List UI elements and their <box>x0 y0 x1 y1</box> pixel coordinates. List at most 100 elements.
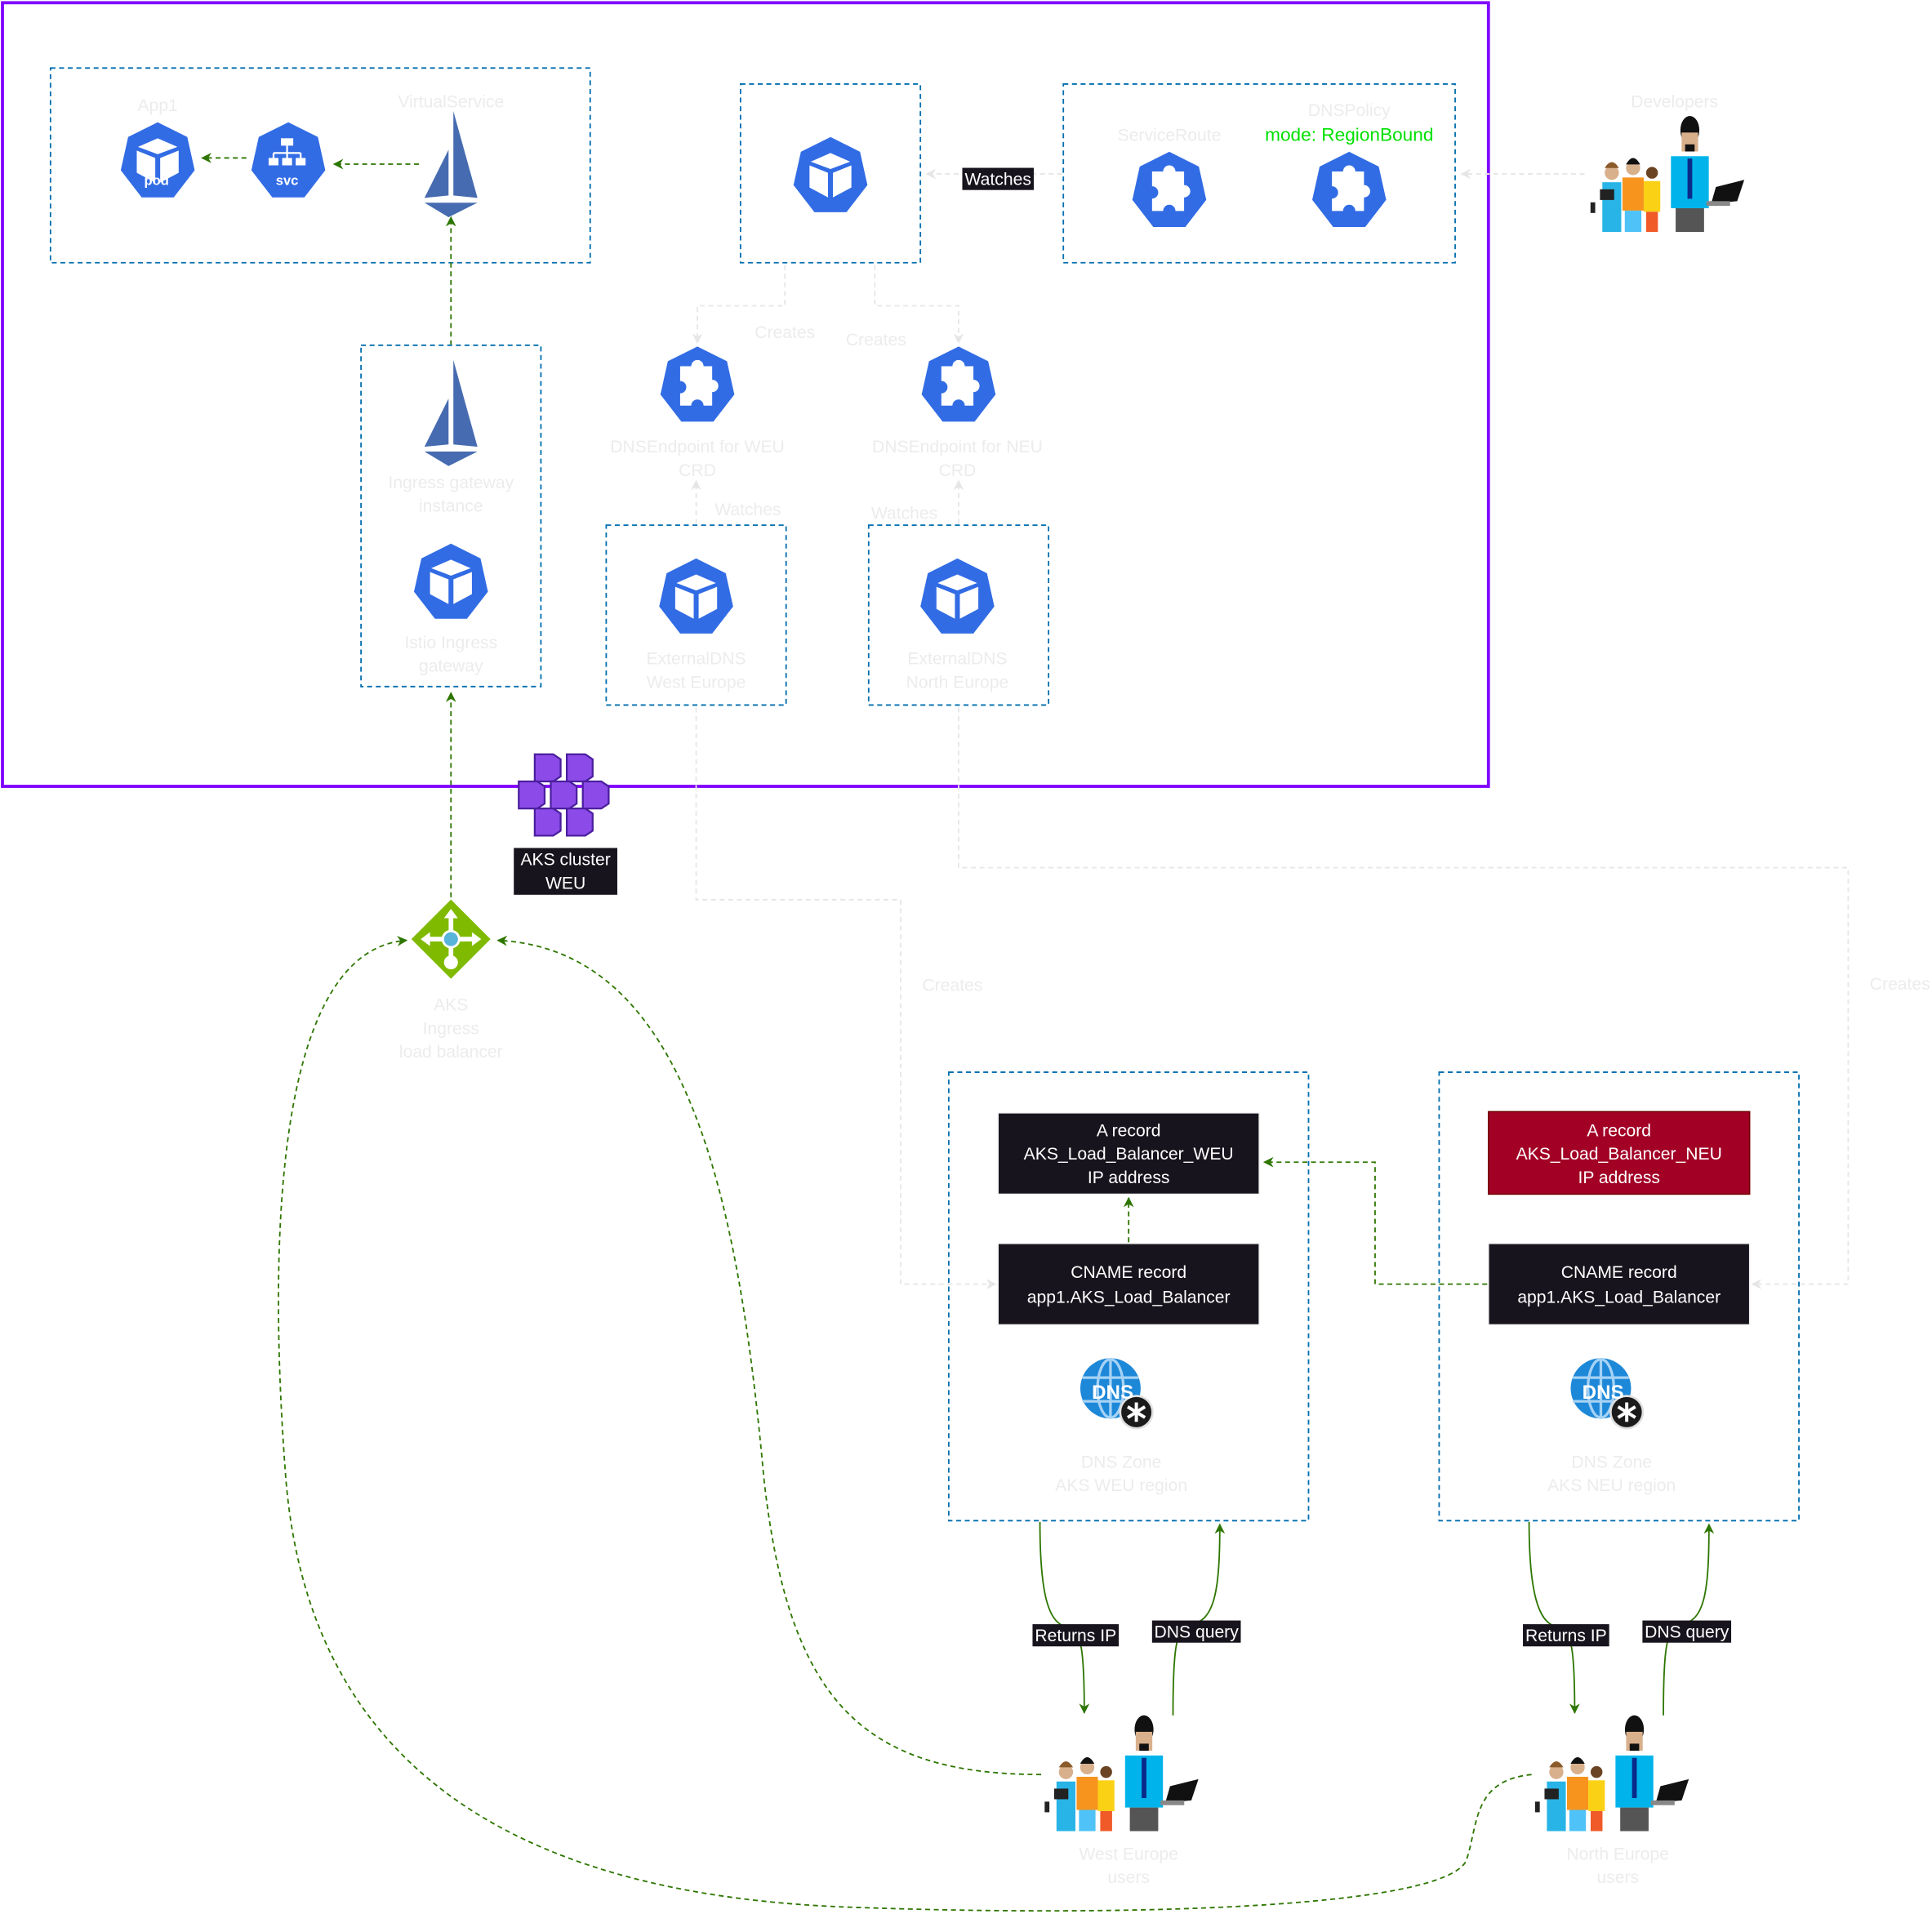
lb-label-1: AKS <box>434 996 468 1015</box>
dnsendpoint-weu-icon[interactable] <box>660 346 735 422</box>
app-group-box <box>49 67 591 264</box>
watches-right-label: Watches <box>871 505 937 523</box>
cname-record-neu[interactable]: CNAME record app1.AKS_Load_Balancer <box>1488 1243 1751 1326</box>
aks-cluster-label-bg <box>514 848 617 895</box>
istio-gateway-label-2: gateway <box>419 657 483 676</box>
creates-neu-label: Creates <box>1870 975 1930 994</box>
azure-load-balancer-icon[interactable] <box>411 899 491 979</box>
externaldns-weu-box <box>605 524 787 706</box>
externaldns-neu-label-2: North Europe <box>906 673 1009 692</box>
creates-neu-endpoint-edge <box>874 265 964 345</box>
a-record-weu-line-2: AKS_Load_Balancer_WEU <box>1024 1145 1234 1164</box>
a-record-neu-line-3: IP address <box>1578 1168 1660 1187</box>
ingress-instance-label-1: Ingress gateway <box>388 474 514 492</box>
azure-dns-zone-neu-icon[interactable]: DNS <box>1571 1358 1645 1429</box>
a-record-neu[interactable]: A record AKS_Load_Balancer_NEU IP addres… <box>1488 1111 1751 1195</box>
neu-users-label-2: users <box>1596 1868 1639 1887</box>
developers-label: Developers <box>1631 93 1718 112</box>
dns-zone-neu-box <box>1438 1071 1800 1522</box>
returns-ip-weu-edge <box>1039 1521 1090 1714</box>
watches-label: Watches <box>965 171 1031 189</box>
creates-weu-endpoint-edge <box>692 265 786 345</box>
cname-weu-line-2: app1.AKS_Load_Balancer <box>1027 1288 1231 1306</box>
pod-text: pod <box>144 173 168 189</box>
lb-label-2: Ingress <box>423 1019 479 1038</box>
azure-dns-zone-weu-icon[interactable]: DNS <box>1080 1358 1154 1429</box>
developers-people-icon[interactable] <box>1590 116 1745 232</box>
serviceroute-crd-icon[interactable] <box>1132 151 1207 227</box>
ingress-instance-label-2: instance <box>419 497 483 516</box>
cname-record-weu[interactable]: CNAME record app1.AKS_Load_Balancer <box>997 1243 1260 1326</box>
north-europe-users-icon[interactable] <box>1534 1715 1689 1832</box>
cname-neu-line-1: CNAME record <box>1561 1263 1677 1282</box>
k8s-pod-icon[interactable]: pod <box>120 122 195 198</box>
serviceroute-label: ServiceRoute <box>1118 126 1222 145</box>
externaldns-neu-box <box>867 524 1050 706</box>
watches-left-label: Watches <box>714 501 781 519</box>
dnspolicy-mode: mode: RegionBound <box>1265 124 1433 145</box>
dnspolicy-label: DNSPolicy <box>1308 101 1391 120</box>
externaldns-neu-label-1: ExternalDNS <box>907 650 1007 669</box>
externaldns-weu-label-1: ExternalDNS <box>647 650 746 669</box>
dns-badge-weu: DNS <box>1092 1382 1133 1404</box>
dnspolicy-crd-icon[interactable] <box>1312 151 1387 227</box>
policy-group-box <box>1062 83 1456 264</box>
dns-zone-weu-box <box>947 1071 1310 1522</box>
dns-badge-neu: DNS <box>1583 1382 1624 1404</box>
externaldns-neu-icon[interactable] <box>920 558 995 634</box>
istio-ingress-gateway-icon[interactable] <box>414 543 488 619</box>
neu-users-label-1: North Europe <box>1566 1845 1669 1863</box>
ingress-instance-sail-icon[interactable] <box>424 359 478 466</box>
dnsendpoint-weu-label-1: DNSEndpoint for WEU <box>610 438 785 456</box>
app-label: App1 <box>137 96 177 115</box>
k8s-service-icon[interactable]: svc <box>251 122 326 198</box>
externaldns-weu-creates-edge <box>695 707 997 1289</box>
cname-neu-to-a-weu-edge <box>1262 1156 1488 1285</box>
externaldns-weu-icon[interactable] <box>659 558 733 634</box>
creates-left-label: Creates <box>755 323 815 342</box>
returns-ip-neu-label: Returns IP <box>1525 1627 1607 1645</box>
externaldns-weu-label-2: West Europe <box>647 673 746 692</box>
weu-users-to-lb-edge <box>496 935 1042 1776</box>
a-record-neu-line-1: A record <box>1587 1122 1651 1141</box>
dns-query-weu-edge <box>1172 1523 1226 1716</box>
dns-zone-weu-label-1: DNS Zone <box>1081 1453 1162 1471</box>
aks-cluster-boundary <box>1 1 1490 788</box>
dns-query-weu-bg <box>1151 1620 1241 1643</box>
watches-label-bg <box>962 167 1034 190</box>
dns-query-neu-bg <box>1642 1620 1732 1643</box>
weu-users-label-2: users <box>1107 1868 1150 1887</box>
neu-users-to-lb-edge <box>278 936 1532 1912</box>
aks-cluster-label-1: AKS cluster <box>520 851 610 870</box>
returns-ip-weu-bg <box>1032 1624 1120 1647</box>
dnsendpoint-neu-label-2: CRD <box>939 461 977 480</box>
returns-ip-neu-edge <box>1528 1521 1580 1714</box>
ingress-group-box <box>360 344 542 688</box>
externaldns-neu-creates-edge <box>958 707 1850 1289</box>
controller-pod-icon[interactable] <box>793 136 868 212</box>
a-record-weu-line-3: IP address <box>1088 1168 1170 1187</box>
aks-cluster-icon[interactable] <box>518 753 610 837</box>
svc-text: svc <box>276 173 299 189</box>
dns-query-neu-label: DNS query <box>1645 1623 1729 1642</box>
returns-ip-neu-bg <box>1523 1624 1609 1647</box>
a-record-weu[interactable]: A record AKS_Load_Balancer_WEU IP addres… <box>997 1112 1260 1195</box>
cname-weu-line-1: CNAME record <box>1071 1263 1186 1282</box>
returns-ip-weu-label: Returns IP <box>1035 1627 1116 1645</box>
virtualservice-sail-icon[interactable] <box>424 111 478 217</box>
dnsendpoint-weu-label-2: CRD <box>679 461 716 480</box>
dns-zone-weu-label-2: AKS WEU region <box>1055 1476 1187 1495</box>
istio-gateway-label-1: Istio Ingress <box>404 634 497 652</box>
cname-neu-line-2: app1.AKS_Load_Balancer <box>1517 1288 1721 1306</box>
virtualservice-label: VirtualService <box>398 93 504 112</box>
creates-right-label: Creates <box>846 331 906 349</box>
dns-query-weu-label: DNS query <box>1155 1623 1240 1642</box>
dnsendpoint-neu-icon[interactable] <box>921 346 996 422</box>
a-record-weu-line-1: A record <box>1097 1122 1161 1141</box>
a-record-neu-line-2: AKS_Load_Balancer_NEU <box>1516 1145 1722 1164</box>
west-europe-users-icon[interactable] <box>1044 1715 1199 1832</box>
weu-users-label-1: West Europe <box>1079 1845 1178 1863</box>
dns-zone-neu-label-1: DNS Zone <box>1571 1453 1652 1471</box>
dns-query-neu-edge <box>1663 1523 1715 1716</box>
